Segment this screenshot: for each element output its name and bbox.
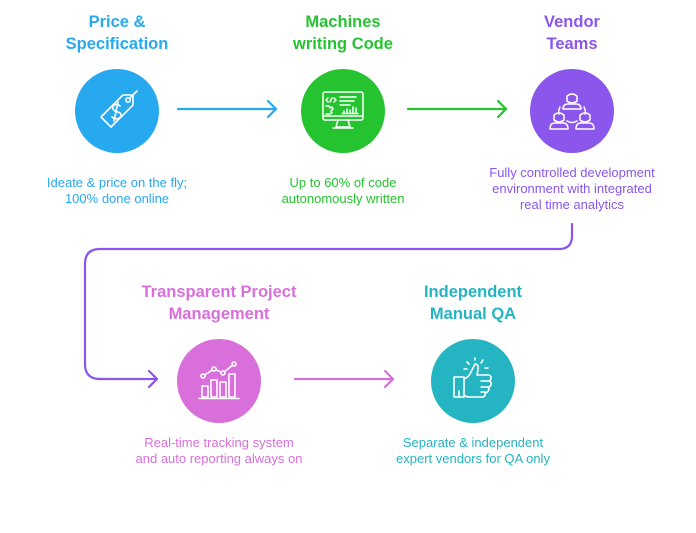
step-title: Independent Manual QA: [423, 283, 523, 323]
step-title: Transparent Project Management: [141, 283, 297, 323]
step-description: Separate & independent expert vendors fo…: [396, 435, 550, 466]
arrow-pm-to-qa: [293, 369, 395, 389]
step-title: Machines writing Code: [293, 13, 393, 53]
thumbs-up-icon: [447, 355, 499, 407]
computer-monitor-code-icon: [318, 86, 368, 136]
step-price-specification: Price & Specification Ideate & price on …: [7, 11, 227, 207]
step-circle: [530, 69, 614, 153]
step-title: Price & Specification: [65, 13, 169, 53]
step-description: Ideate & price on the fly; 100% done onl…: [46, 175, 188, 206]
step-vendor-teams: Vendor Teams Fully controlled developmen…: [462, 11, 682, 213]
price-tag-dollar-icon: [93, 87, 141, 135]
step-title: Vendor Teams: [544, 13, 600, 53]
step-circle: [75, 69, 159, 153]
bar-chart-trend-icon: [194, 356, 244, 406]
step-description: Up to 60% of code autonomously written: [281, 175, 405, 206]
step-machines-writing-code: Machines writing Code: [233, 11, 453, 207]
arrow-code-to-vendor: [406, 99, 508, 119]
step-transparent-project-management: Transparent Project Management: [109, 281, 329, 467]
step-circle: [301, 69, 385, 153]
step-circle: [431, 339, 515, 423]
step-circle: [177, 339, 261, 423]
arrow-price-to-code: [176, 99, 278, 119]
arrow-vendor-to-pm: [83, 222, 574, 389]
step-description: Fully controlled development environment…: [489, 165, 655, 212]
team-people-icon: [546, 85, 598, 137]
step-independent-manual-qa: Independent Manual QA Separate &: [363, 281, 583, 467]
step-description: Real-time tracking system and auto repor…: [135, 435, 303, 466]
